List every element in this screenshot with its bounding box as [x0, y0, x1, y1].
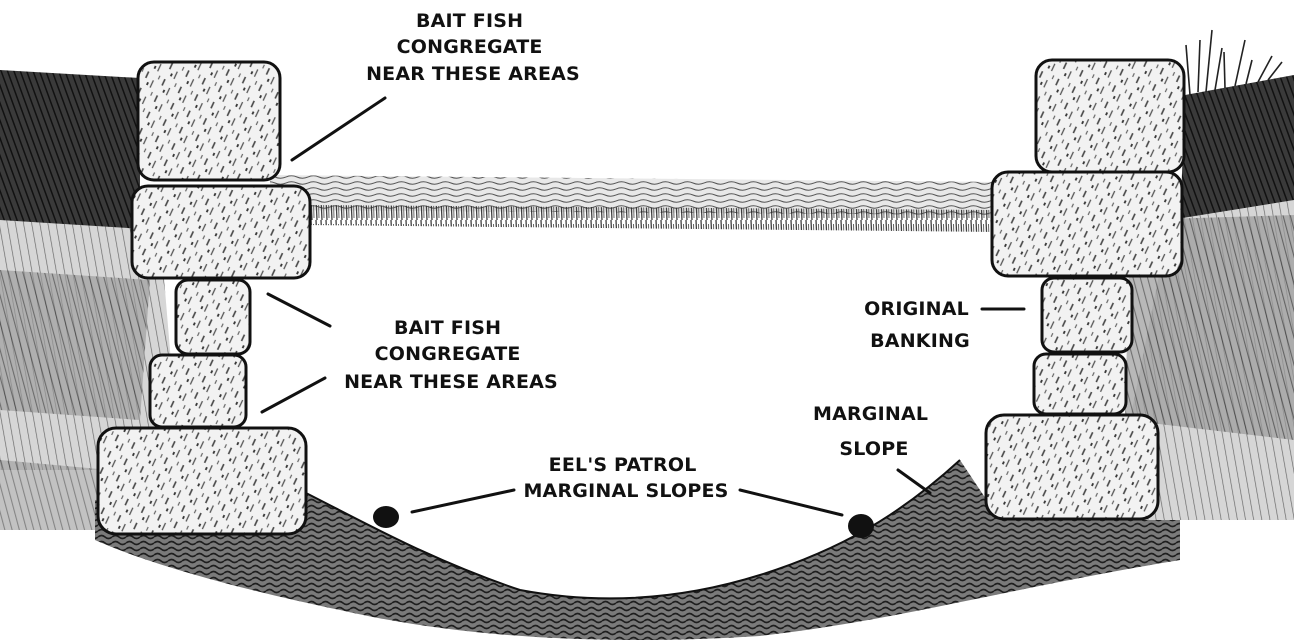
- eel-marker-right: [848, 514, 874, 538]
- label-bait-fish-middle: BAIT FISH CONGREGATE NEAR THESE AREAS: [344, 317, 558, 393]
- eel-marker-left: [373, 506, 399, 528]
- stone: [150, 355, 246, 427]
- pointer-eel-right: [740, 490, 842, 515]
- water-surface: [270, 175, 1000, 232]
- label-original-banking: ORIGINAL BANKING: [864, 298, 976, 352]
- label-eels-patrol: EEL'S PATROL MARGINAL SLOPES: [523, 454, 728, 502]
- stone: [1036, 60, 1184, 172]
- stone: [1042, 278, 1132, 352]
- pointer-bait-top: [292, 98, 385, 160]
- stone: [1034, 354, 1126, 414]
- pointer-bait-mid-upper: [268, 294, 330, 326]
- stone: [176, 280, 250, 354]
- label-marginal-slope: MARGINAL SLOPE: [813, 403, 935, 460]
- pointer-eel-left: [412, 490, 514, 512]
- label-bait-fish-top: BAIT FISH CONGREGATE NEAR THESE AREAS: [366, 10, 580, 85]
- stone: [986, 415, 1158, 519]
- stone: [132, 186, 310, 278]
- stone: [138, 62, 280, 180]
- stone: [98, 428, 306, 534]
- pointer-marginal-slope: [898, 470, 930, 493]
- pointer-bait-mid-lower: [262, 378, 325, 412]
- stone: [992, 172, 1182, 276]
- eel-markers: [373, 506, 874, 538]
